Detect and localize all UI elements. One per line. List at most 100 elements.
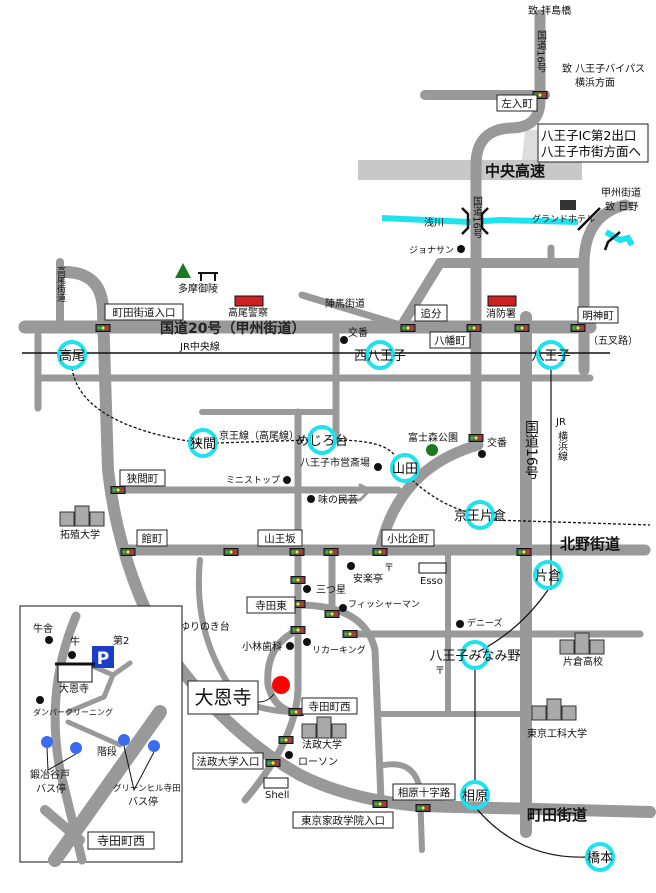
station-label: めじろ台 bbox=[296, 434, 348, 449]
jonathan-label: ジョナサン bbox=[409, 245, 454, 256]
intersection-label-0: 左入町 bbox=[496, 94, 538, 112]
daionji-marker[interactable] bbox=[272, 676, 290, 694]
fisherman-marker bbox=[339, 604, 347, 612]
post-office-icon-2: 〒 bbox=[435, 666, 445, 677]
svg-text:大恩寺: 大恩寺 bbox=[194, 687, 251, 709]
station-0[interactable]: 高尾 bbox=[57, 340, 87, 370]
katakura-hs-label: 片倉高校 bbox=[563, 655, 603, 668]
station-ring-icon bbox=[585, 842, 615, 872]
station-2[interactable]: 八王子 bbox=[531, 340, 571, 370]
svg-text:八王子市街方面へ: 八王子市街方面へ bbox=[541, 144, 641, 159]
direction-bypass: 致 八王子バイパス bbox=[562, 62, 645, 75]
fire-station-label: 消防署 bbox=[486, 307, 516, 320]
machida-kaido-label: 町田街道 bbox=[527, 806, 587, 824]
traffic-light-icon bbox=[223, 548, 239, 556]
direction-yokohama: 横浜方面 bbox=[575, 76, 615, 89]
anrakutei-marker bbox=[347, 562, 355, 570]
jr-yokohama-label-1: JR bbox=[555, 417, 566, 428]
fujimori-park-label: 富士森公園 bbox=[408, 431, 458, 444]
station-ring-icon bbox=[465, 500, 495, 530]
station-9[interactable]: 相原 bbox=[460, 780, 490, 810]
intersection-label-12: 相原十字路 bbox=[392, 783, 456, 801]
intersection-label-6: 館町 bbox=[136, 529, 168, 547]
jonathan-marker bbox=[457, 245, 465, 253]
police-label: 高尾警察 bbox=[228, 306, 268, 319]
daionji-label-box: 大恩寺 bbox=[187, 680, 259, 715]
station-ring-icon bbox=[460, 640, 490, 670]
traffic-light-icon bbox=[372, 800, 388, 808]
station-8[interactable]: 八王子みなみ野 bbox=[429, 640, 521, 670]
svg-text:P: P bbox=[97, 649, 109, 669]
station-label: 橋本 bbox=[587, 851, 613, 866]
jr-yokohama-label-2: 横浜線 bbox=[556, 430, 568, 461]
intersection-label-1: 町田街道入口 bbox=[104, 303, 184, 321]
svg-text:東京家政学院入口: 東京家政学院入口 bbox=[301, 814, 385, 827]
bridge-icon bbox=[461, 207, 621, 251]
bus-stop-icon bbox=[118, 734, 130, 746]
post-office-icon: 〒 bbox=[384, 563, 394, 574]
station-1[interactable]: 西八王子 bbox=[354, 340, 406, 370]
gosaro-label: （五叉路） bbox=[588, 334, 638, 347]
mitsuboshi-marker bbox=[303, 585, 311, 593]
esso-label: Esso bbox=[420, 576, 443, 587]
hotel-label: グランドホテル bbox=[532, 213, 595, 225]
saijo-label: 八王子市営斎場 bbox=[300, 456, 370, 469]
inset-bus1-name: 鍛冶谷戸 bbox=[30, 768, 70, 781]
svg-text:八王子IC第2出口: 八王子IC第2出口 bbox=[541, 128, 636, 143]
traffic-light-icon bbox=[342, 630, 358, 638]
traffic-light-icon bbox=[570, 324, 586, 332]
traffic-light-icon bbox=[514, 324, 530, 332]
park-tree-icon bbox=[426, 444, 438, 456]
traffic-light-icon bbox=[324, 610, 340, 618]
station-ring-icon bbox=[307, 425, 337, 455]
traffic-light-icon bbox=[95, 324, 111, 332]
station-6[interactable]: 京王片倉 bbox=[454, 500, 506, 530]
station-label: 八王子みなみ野 bbox=[429, 649, 520, 664]
traffic-lights bbox=[95, 91, 586, 812]
station-ring-icon bbox=[533, 560, 563, 590]
inset-cow-label: 牛 bbox=[70, 635, 80, 648]
station-label: 八王子 bbox=[531, 349, 570, 364]
station-ring-icon bbox=[390, 453, 420, 483]
station-3[interactable]: 狭間 bbox=[188, 428, 218, 458]
jr-chuo-label: JR中央線 bbox=[179, 340, 220, 353]
asakawa-river bbox=[381, 215, 579, 226]
station-10[interactable]: 橋本 bbox=[585, 842, 615, 872]
fire-station-icon bbox=[487, 295, 517, 307]
station-4[interactable]: めじろ台 bbox=[296, 425, 348, 455]
lawson-marker bbox=[285, 751, 293, 759]
shell-label: Shell bbox=[265, 790, 289, 801]
direction-koshu: 甲州街道 bbox=[601, 186, 641, 199]
traffic-light-icon bbox=[120, 548, 136, 556]
station-label: 西八王子 bbox=[354, 349, 406, 364]
river-label: 浅川 bbox=[424, 216, 444, 229]
inset-cleaning-label: ダンパークリーニング bbox=[33, 707, 113, 717]
station-5[interactable]: 山田 bbox=[390, 453, 420, 483]
koban-marker bbox=[340, 336, 348, 344]
aji-label: 味の民芸 bbox=[318, 493, 358, 506]
chuo-expressway bbox=[358, 160, 582, 180]
liquor-label: リカーキング bbox=[312, 644, 366, 656]
svg-text:八幡町: 八幡町 bbox=[434, 334, 466, 347]
traffic-light-icon bbox=[372, 548, 388, 556]
torii-icon bbox=[198, 272, 218, 281]
hosei-label: 法政大学 bbox=[302, 738, 342, 751]
svg-text:相原十字路: 相原十字路 bbox=[398, 786, 451, 799]
inset-map: 牛舎 牛 P 第2 大恩寺 ダンパークリーニング 階段 鍛冶谷戸 バス停 グリー… bbox=[19, 605, 183, 867]
traffic-light-icon bbox=[289, 548, 305, 556]
svg-text:寺田東: 寺田東 bbox=[255, 599, 287, 612]
police-icon bbox=[234, 295, 264, 307]
fisherman-label: フィッシャーマン bbox=[348, 600, 420, 610]
intersection-label-2: 追分 bbox=[414, 304, 448, 322]
pointer-arrow-icon bbox=[257, 693, 275, 703]
inset-bus2-stop: バス停 bbox=[128, 795, 158, 808]
inset-temple-label: 大恩寺 bbox=[59, 682, 89, 695]
station-label: 高尾 bbox=[59, 348, 85, 364]
saijo-marker bbox=[374, 463, 382, 471]
bus-stop-icon bbox=[41, 736, 53, 748]
route16-south-label: 国道16号 bbox=[523, 420, 539, 480]
parking-icon bbox=[92, 646, 114, 668]
svg-text:山王坂: 山王坂 bbox=[264, 533, 296, 545]
station-7[interactable]: 片倉 bbox=[533, 560, 563, 590]
inset-bus2-name: グリーンヒル寺田 bbox=[113, 783, 181, 794]
